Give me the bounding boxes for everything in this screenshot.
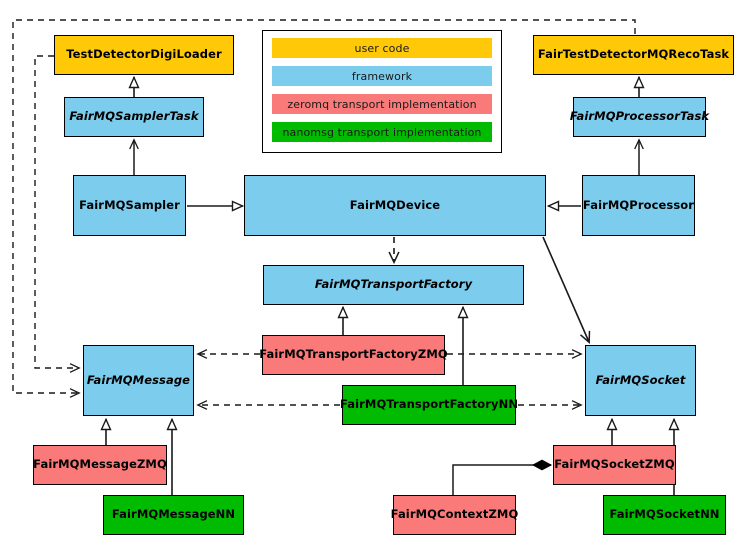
class-box-fairmqprocessortask[interactable]: FairMQProcessorTask [569, 97, 710, 137]
class-label: FairTestDetectorMQRecoTask [537, 47, 730, 62]
edge-contextzmq-socketzmq [452, 465, 551, 495]
class-box-fairtestdetectormqrecotask[interactable]: FairTestDetectorMQRecoTask [533, 35, 734, 75]
edge-device-socket [542, 236, 589, 342]
class-label: FairMQTransportFactoryNN [339, 397, 519, 412]
class-label: FairMQTransportFactory [314, 277, 473, 292]
class-label: FairMQMessageZMQ [33, 457, 167, 472]
class-box-testdetectordigiloader[interactable]: TestDetectorDigiLoader [54, 35, 234, 75]
class-label: FairMQSocketNN [609, 507, 720, 522]
class-box-fairmqmessage[interactable]: FairMQMessage [83, 345, 194, 416]
class-box-fairmqprocessor[interactable]: FairMQProcessor [582, 175, 695, 236]
class-box-fairmqsocketnn[interactable]: FairMQSocketNN [603, 495, 726, 535]
class-box-fairmqtransportfactory[interactable]: FairMQTransportFactory [263, 265, 524, 305]
class-label: TestDetectorDigiLoader [66, 47, 222, 62]
class-box-fairmqsamplertask[interactable]: FairMQSamplerTask [64, 97, 204, 137]
class-label: FairMQProcessorTask [569, 109, 710, 124]
class-box-fairmqmessagezmq[interactable]: FairMQMessageZMQ [33, 445, 167, 485]
class-label: FairMQSamplerTask [69, 109, 199, 124]
class-label: FairMQDevice [349, 197, 441, 212]
class-box-fairmqdevice[interactable]: FairMQDevice [244, 175, 546, 236]
class-box-fairmqsampler[interactable]: FairMQSampler [73, 175, 186, 236]
class-label: FairMQSocket [595, 372, 686, 387]
class-label: FairMQTransportFactoryZMQ [259, 347, 448, 362]
class-box-fairmqcontextzmq[interactable]: FairMQContextZMQ [390, 495, 519, 535]
class-label: FairMQMessageNN [111, 507, 236, 522]
class-box-fairmqmessagenn[interactable]: FairMQMessageNN [103, 495, 244, 535]
class-label: FairMQMessage [86, 372, 191, 387]
legend-item-framework: framework [272, 66, 492, 86]
legend-item-user-code: user code [272, 38, 492, 58]
class-box-fairmqsocket[interactable]: FairMQSocket [585, 345, 696, 416]
legend-item-zeromq: zeromq transport implementation [272, 94, 492, 114]
class-label: FairMQContextZMQ [390, 507, 519, 522]
legend-label: framework [351, 69, 413, 83]
class-label: FairMQProcessor [582, 197, 695, 212]
legend-label: zeromq transport implementation [287, 97, 477, 111]
class-box-fairmqtransportfactorynn[interactable]: FairMQTransportFactoryNN [339, 385, 519, 425]
class-box-fairmqtransportfactoryzmq[interactable]: FairMQTransportFactoryZMQ [259, 335, 448, 375]
class-label: FairMQSampler [79, 197, 180, 212]
legend-label: user code [354, 41, 410, 55]
class-box-fairmqsocketzmq[interactable]: FairMQSocketZMQ [553, 445, 676, 485]
class-label: FairMQSocketZMQ [554, 457, 675, 472]
legend-item-nanomsg: nanomsg transport implementation [272, 122, 492, 142]
legend-label: nanomsg transport implementation [282, 125, 482, 139]
